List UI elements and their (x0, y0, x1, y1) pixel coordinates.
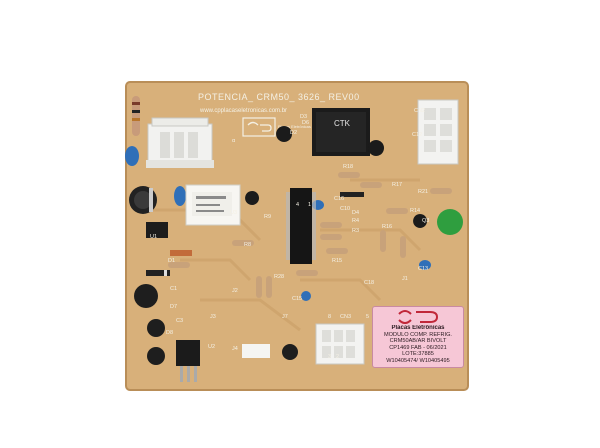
silk-label: D2 (290, 130, 297, 136)
transistor-3 (413, 214, 428, 228)
silk-label: R3 (352, 228, 359, 234)
board-website-text: www.cpplacaseletronicas.com.br (199, 108, 287, 114)
silk-label: CN2 (414, 108, 425, 114)
silk-label: C13 (418, 266, 428, 272)
label-line-2: CRM50AB/AR BIVOLT (389, 338, 447, 345)
board-logo-caption: Placas Eletrônicas (278, 124, 311, 129)
label-brand: Placas Eletrônicas (391, 325, 445, 331)
relay-white (185, 184, 241, 226)
electrolytic-cap-2 (134, 284, 158, 308)
blue-cap-2 (174, 186, 186, 206)
silk-label: α (232, 138, 236, 144)
electrolytic-cap-4 (147, 347, 165, 365)
board-header-text: POTENCIA_ CRM50_ 3626_ REV00 (198, 92, 360, 102)
silk-label: 1 (308, 202, 311, 208)
silk-label: C1 (170, 286, 177, 292)
silk-label: 5 (366, 314, 369, 320)
transistor-1 (276, 126, 293, 142)
silk-label: Q3 (422, 218, 429, 224)
silk-label: C3 (176, 318, 183, 324)
silk-label: D6 (302, 120, 309, 126)
label-line-1: MODULO COMP. REFRIG. (384, 331, 452, 338)
silk-label: R17 (392, 182, 402, 188)
silk-label: R15 (332, 258, 342, 264)
white-jumper (242, 344, 270, 358)
silk-label: J4 (232, 346, 238, 352)
silk-label: D8 (166, 330, 173, 336)
silk-label: R21 (418, 189, 428, 195)
connector-bottom (315, 323, 365, 365)
silk-label: R8 (244, 242, 251, 248)
transistor-4 (245, 191, 260, 205)
electrolytic-cap-3 (147, 319, 165, 337)
voltage-regulator (176, 340, 200, 382)
silk-label: 8 (328, 314, 331, 320)
board-logo-icon (242, 117, 276, 137)
silk-label: U3 (230, 210, 237, 216)
resistor-top-left (132, 96, 140, 136)
diodes (146, 192, 364, 276)
silk-label: J2 (232, 288, 238, 294)
connector-top-right (417, 99, 459, 165)
silk-label: D3 (300, 114, 307, 120)
blue-cap-1 (125, 146, 139, 166)
board-traces (150, 178, 422, 332)
label-line-4: LOTE:37885 (402, 351, 434, 358)
silk-label: U2 (208, 344, 215, 350)
silk-label: R9 (264, 214, 271, 220)
silk-label: R28 (274, 274, 284, 280)
silk-label: C16 (334, 196, 344, 202)
silk-label: D7 (170, 304, 177, 310)
silk-label: J1 (402, 276, 408, 282)
silk-label: R14 (410, 208, 420, 214)
small-ic-left (146, 222, 168, 238)
silk-label: C12 (412, 132, 422, 138)
silk-label: R16 (382, 224, 392, 230)
resistors (168, 172, 452, 298)
relay-brand-text: CTK (334, 119, 351, 128)
blue-cap-4 (419, 260, 431, 270)
silk-label: C15 (292, 296, 302, 302)
electrolytic-cap-5 (282, 344, 298, 360)
product-label: Placas Eletrônicas MODULO COMP. REFRIG. … (372, 306, 464, 368)
connector-top-left (146, 117, 214, 168)
silk-label: C18 (364, 280, 374, 286)
silk-label: CN3 (340, 314, 351, 320)
green-component (437, 209, 463, 235)
label-line-5: W10405474/ W10405495 (386, 357, 450, 364)
silk-label: C10 (340, 206, 350, 212)
silk-label: U1 (150, 234, 157, 240)
label-line-3: CP1469 FAB - 06/2021 (389, 344, 447, 351)
relay-ctk (312, 108, 370, 156)
silk-label: 3 (328, 354, 331, 360)
cp-logo-icon (398, 310, 439, 324)
dip-ic-main (286, 188, 316, 264)
silk-label: 4 (296, 202, 299, 208)
silk-label: D1 (168, 258, 175, 264)
electrolytic-cap-left (129, 186, 157, 214)
silk-label: R4 (352, 218, 359, 224)
silk-label: J3 (210, 314, 216, 320)
silk-label: J7 (282, 314, 288, 320)
silk-label: D4 (352, 210, 359, 216)
silk-labels: R18R17R21R14R16R15R28R9R8R4R3C16C18C13D2… (150, 108, 429, 360)
blue-cap-5 (301, 291, 311, 301)
silk-label: R18 (343, 164, 353, 170)
silk-label: 2 (336, 354, 339, 360)
transistor-2 (368, 140, 385, 156)
